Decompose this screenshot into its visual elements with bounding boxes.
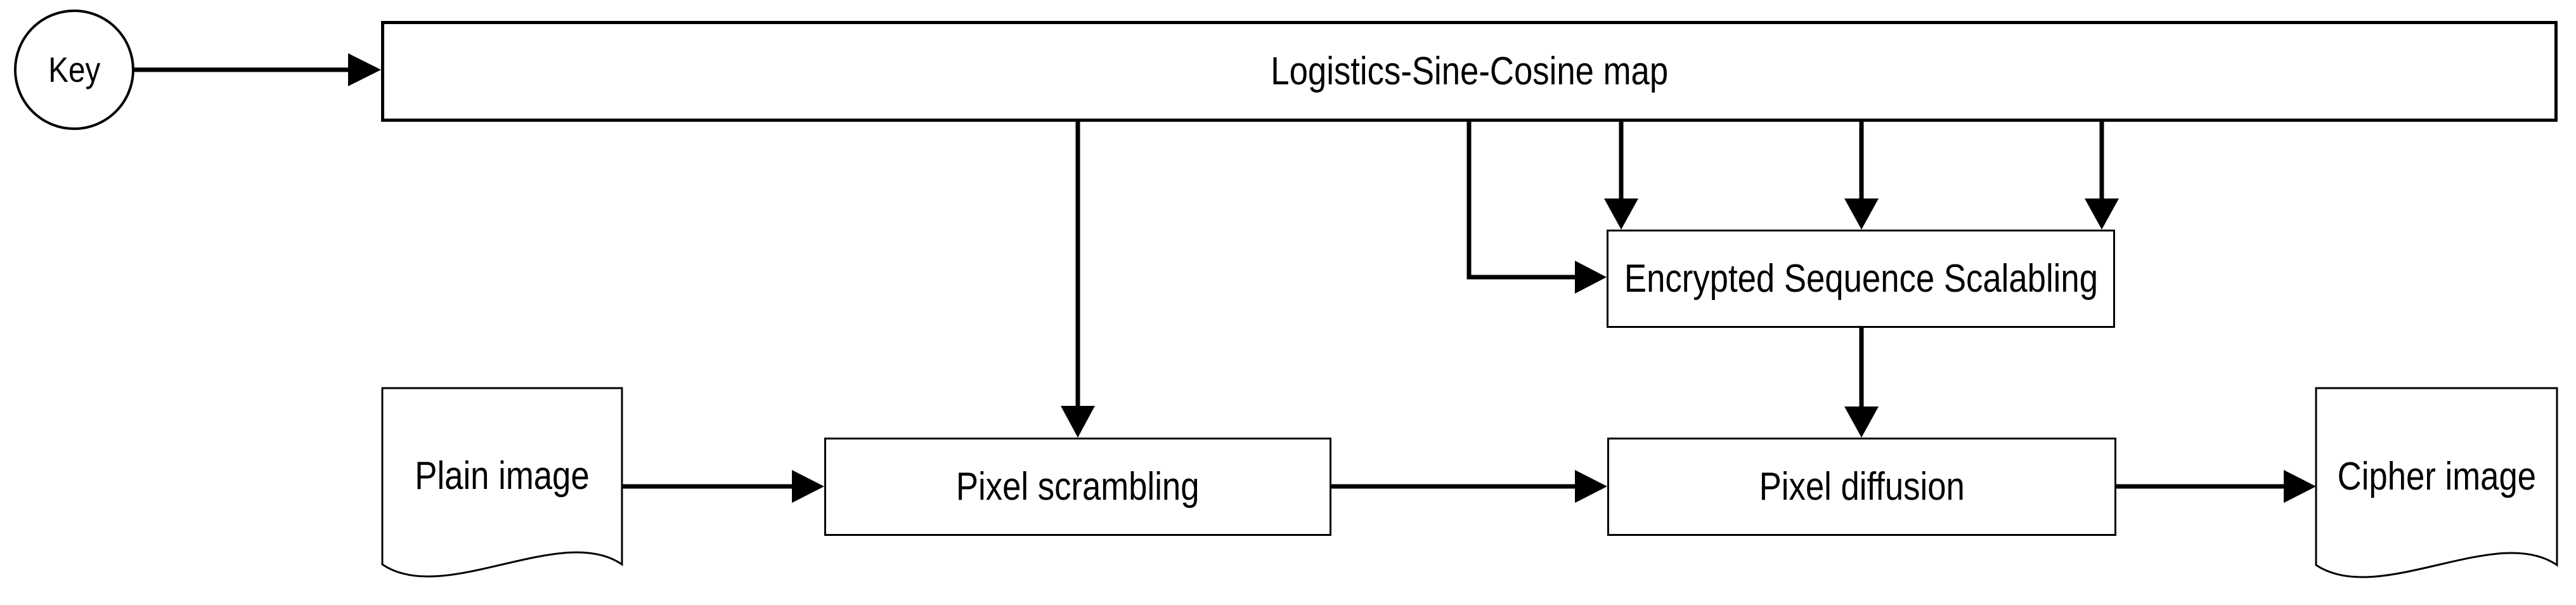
arrow-key-to-map — [134, 53, 381, 86]
arrow-map-to-ess-left — [1604, 122, 1638, 230]
pixel-scrambling-label: Pixel scrambling — [956, 464, 1200, 509]
pixel-diffusion-label: Pixel diffusion — [1759, 464, 1965, 509]
arrow-pixel-scrambling-to-pixel-diffusion — [1331, 470, 1607, 503]
arrow-plain-image-to-pixel-scrambling — [622, 470, 824, 503]
node-key: Key — [14, 10, 134, 130]
encrypted-sequence-scalabling-label: Encrypted Sequence Scalabling — [1624, 256, 2098, 301]
arrow-pixel-diffusion-to-cipher-image — [2116, 470, 2316, 503]
node-logistics-sine-cosine-map: Logistics-Sine-Cosine map — [381, 21, 2558, 122]
arrow-map-to-ess-elbow — [1466, 122, 1607, 294]
node-pixel-scrambling: Pixel scrambling — [824, 438, 1331, 536]
node-encrypted-sequence-scalabling: Encrypted Sequence Scalabling — [1607, 230, 2115, 328]
node-pixel-diffusion: Pixel diffusion — [1607, 438, 2116, 536]
arrow-map-to-ess-right — [2085, 122, 2119, 230]
node-plain-image: Plain image — [382, 388, 622, 564]
arrow-map-to-pixel-scrambling — [1061, 122, 1095, 438]
logistics-sine-cosine-map-label: Logistics-Sine-Cosine map — [1271, 49, 1668, 93]
cipher-image-label: Cipher image — [2337, 454, 2536, 498]
key-label: Key — [48, 49, 101, 89]
arrow-map-to-ess-center — [1844, 122, 1879, 230]
node-cipher-image: Cipher image — [2316, 388, 2557, 565]
arrow-ess-to-pixel-diffusion — [1844, 328, 1879, 438]
plain-image-label: Plain image — [415, 454, 590, 498]
